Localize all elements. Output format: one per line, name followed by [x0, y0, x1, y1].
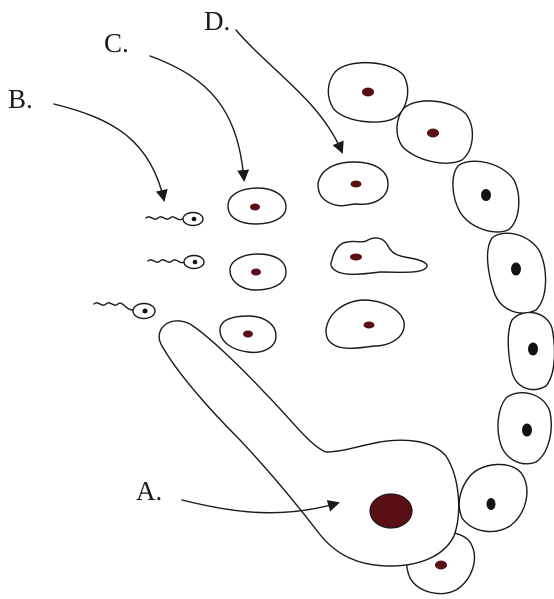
- epithelial-cell: [453, 161, 519, 232]
- epithelial-cell: [508, 312, 554, 389]
- large-nucleus: [370, 494, 412, 528]
- sperm-cell: [146, 213, 203, 226]
- label-c: C.: [104, 28, 129, 58]
- nucleus: [481, 189, 491, 201]
- cell-a-elongated: [159, 321, 458, 566]
- round-cell: [220, 316, 276, 352]
- nucleus: [522, 424, 532, 437]
- epithelial-cell: [328, 63, 407, 122]
- label-d: D.: [204, 6, 230, 36]
- nucleus: [487, 498, 496, 510]
- nucleus: [362, 88, 374, 97]
- arrow-c: [150, 56, 244, 180]
- epithelial-cell: [459, 464, 527, 531]
- irregular-cell: [326, 300, 404, 348]
- label-b: B.: [8, 84, 33, 114]
- irregular-cell: [318, 162, 388, 206]
- irregular-cell: [331, 238, 427, 274]
- arrow-d: [236, 30, 342, 152]
- nucleus: [511, 263, 521, 276]
- sperm-cell: [94, 303, 155, 319]
- nucleus: [435, 561, 447, 570]
- epithelial-cell: [498, 393, 551, 464]
- nucleus: [427, 129, 439, 138]
- nucleus: [528, 343, 538, 356]
- round-cell: [228, 188, 286, 224]
- sperm-cell: [148, 256, 204, 269]
- epithelial-cell: [488, 233, 546, 313]
- round-cell: [230, 254, 286, 290]
- arrow-b: [54, 104, 164, 200]
- epithelial-cell: [397, 101, 472, 163]
- label-a: A.: [136, 476, 162, 506]
